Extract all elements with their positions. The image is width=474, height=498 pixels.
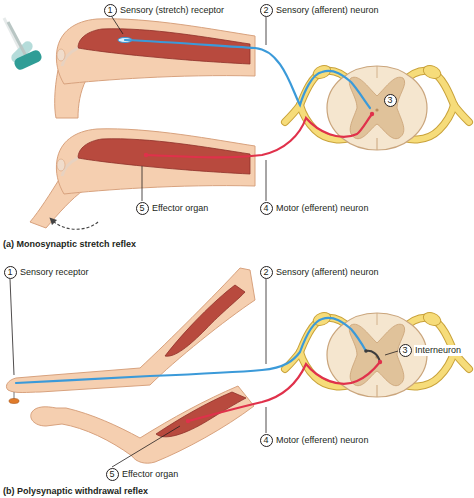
callout-number: 2 [263,5,268,15]
panel-caption: (a) Monosynaptic stretch reflex [2,239,137,250]
callout-number: 1 [7,267,12,277]
callout-circle: 1 [4,266,17,279]
part-label: Motor (efferent) neuron [275,435,369,446]
part-label: Effector organ [121,469,179,480]
part-label: Sensory (afferent) neuron [275,267,379,278]
callout-number: 5 [109,469,114,479]
callout-circle: 5 [136,202,149,215]
callout-circle: 2 [260,4,273,17]
callout-circle: 3 [399,344,412,357]
part-label: Interneuron [414,345,462,356]
panel-caption: (b) Polysynaptic withdrawal reflex [2,486,149,497]
part-label: Motor (efferent) neuron [275,203,369,214]
part-label: Sensory (afferent) neuron [275,5,379,16]
callout-number: 4 [263,435,268,445]
callout-circle: 2 [260,266,273,279]
callout-number: 4 [263,203,268,213]
callout-circle: 1 [104,4,117,17]
part-label: Effector organ [151,203,209,214]
callout-circle: 3 [384,94,397,107]
callout-number: 5 [139,203,144,213]
callout-number: 3 [387,95,392,105]
callout-circle: 4 [260,202,273,215]
callout-number: 2 [263,267,268,277]
part-label: Sensory (stretch) receptor [119,5,225,16]
callout-circle: 5 [106,468,119,481]
callout-number: 3 [402,345,407,355]
callout-number: 1 [107,5,112,15]
callout-circle: 4 [260,434,273,447]
part-label: Sensory receptor [19,267,90,278]
